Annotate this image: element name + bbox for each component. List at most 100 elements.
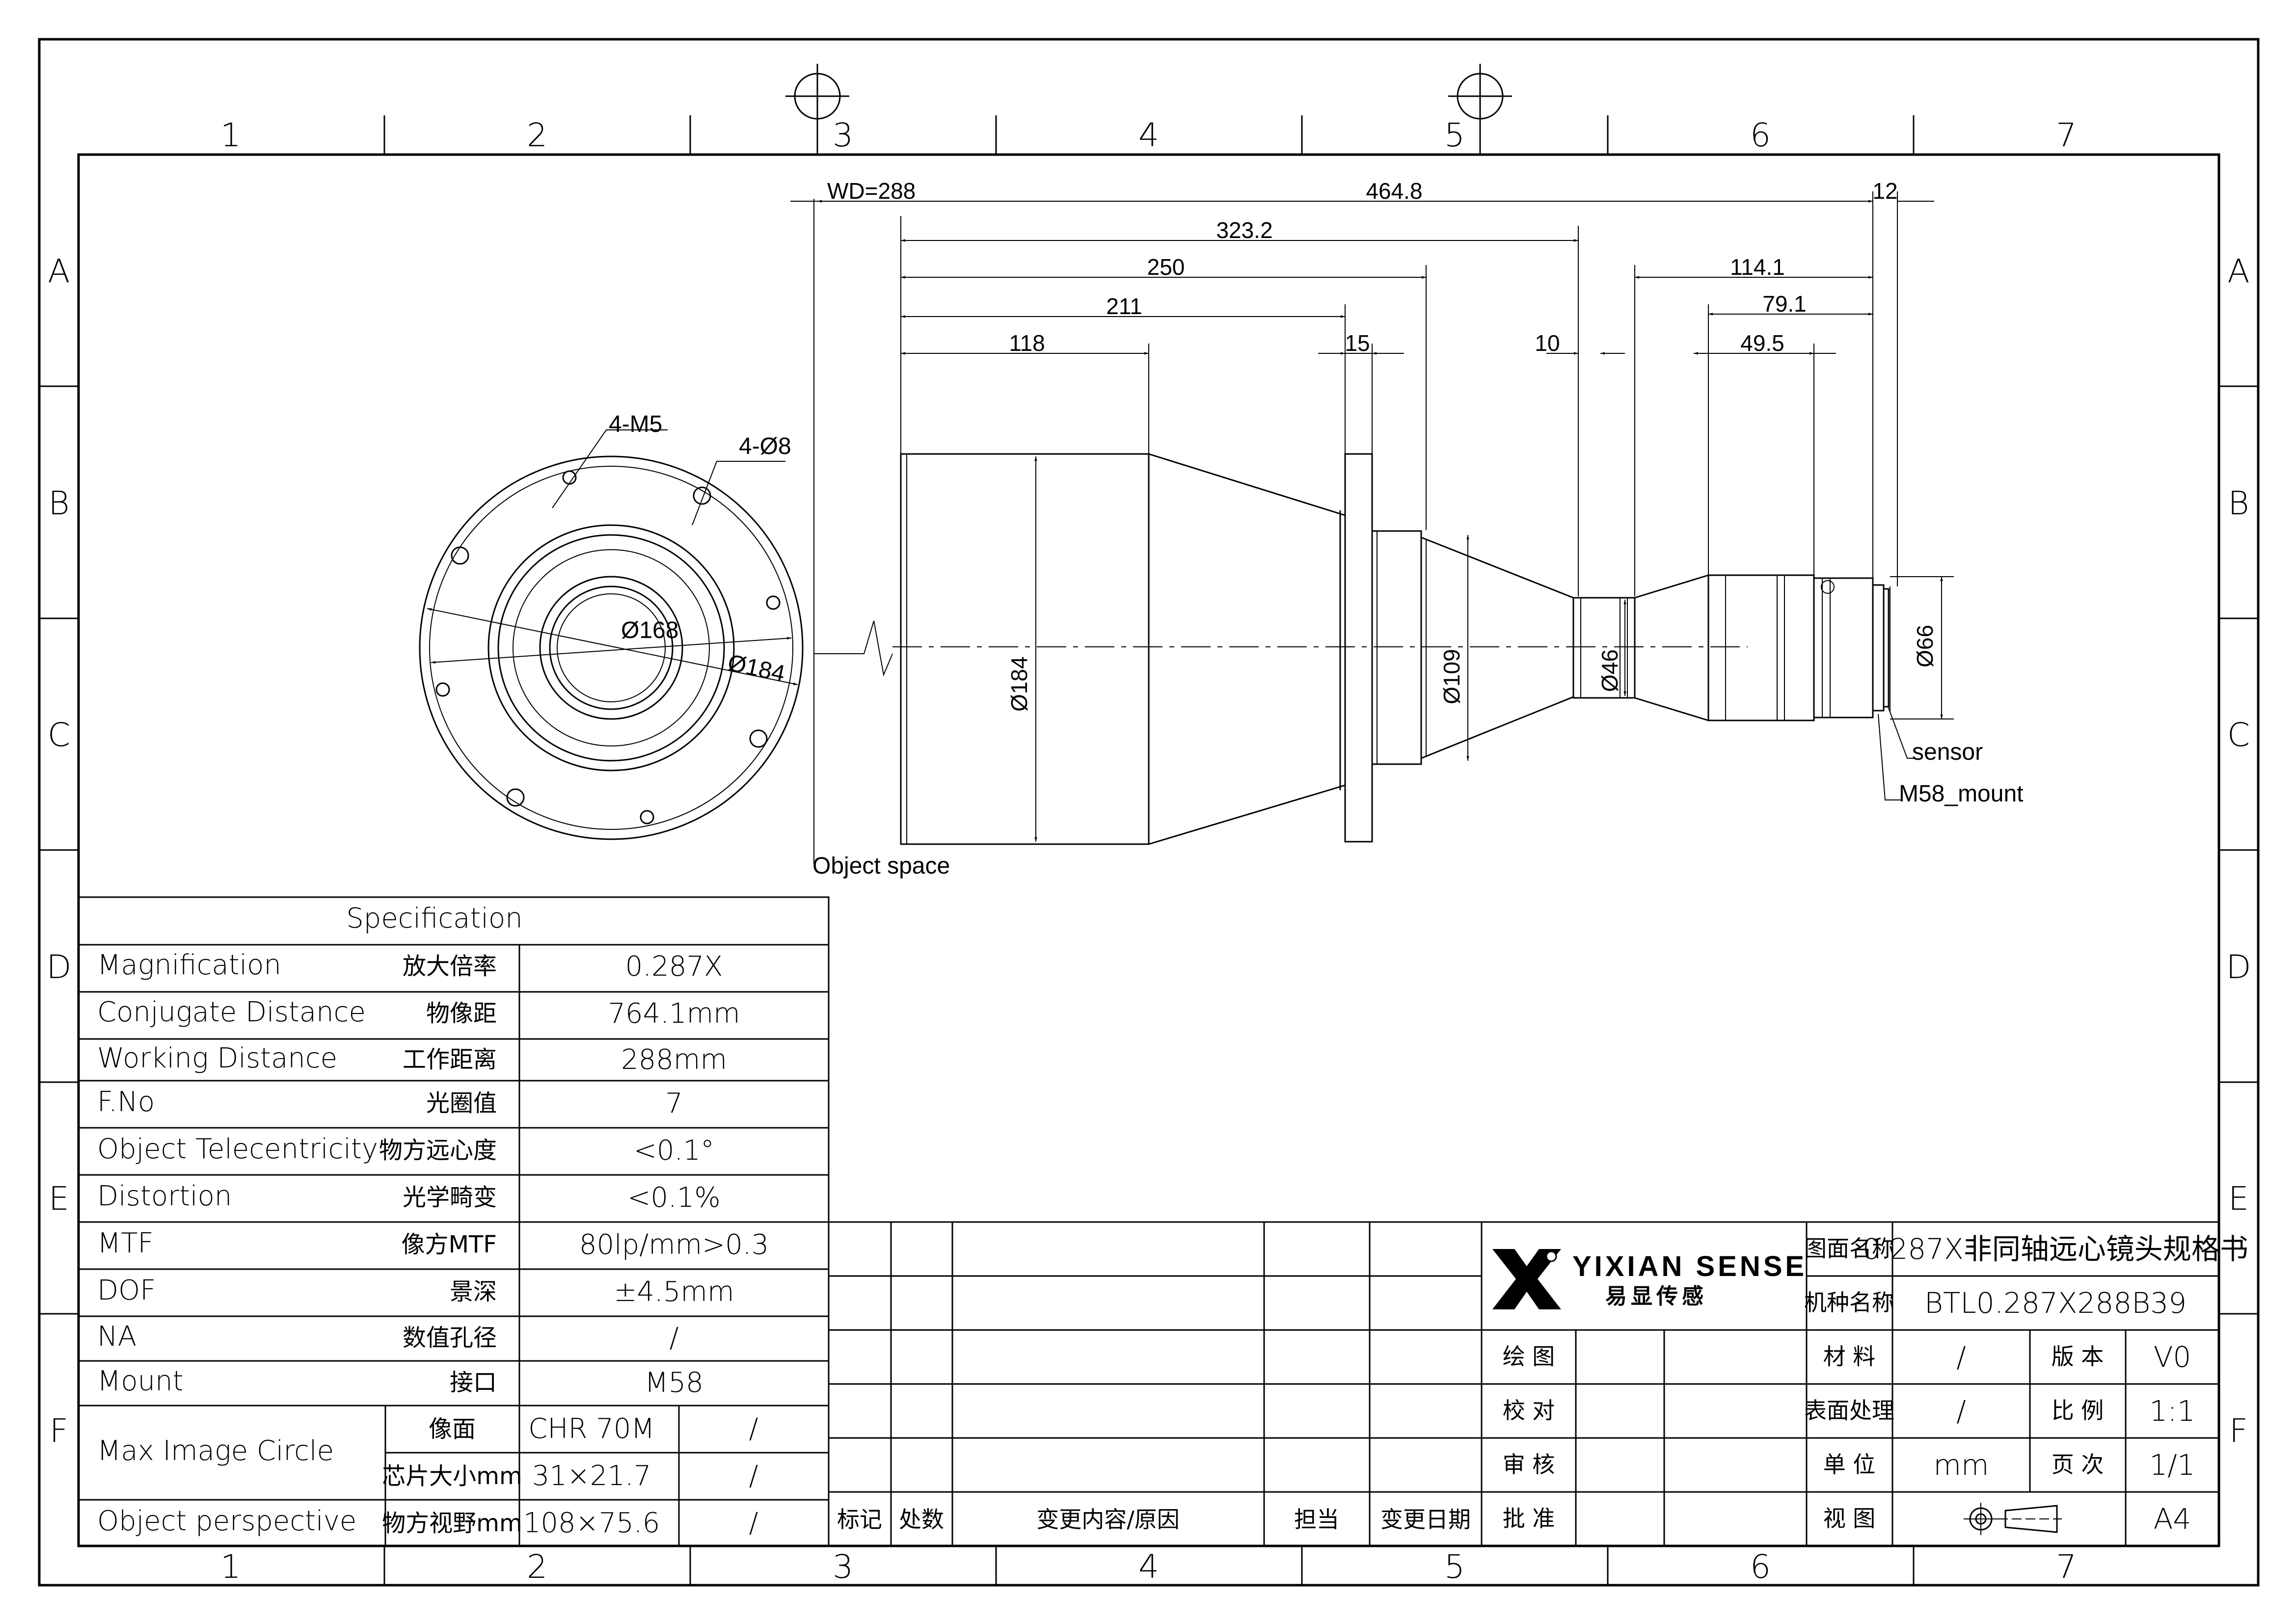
spec-label-cn: 接口 <box>450 1369 497 1396</box>
revision-table-grid <box>828 1221 1483 1547</box>
perspective-v2: / <box>749 1507 758 1539</box>
row-label: C <box>48 716 70 754</box>
brand-x-mark <box>1492 1249 1561 1309</box>
col-label: 2 <box>527 116 547 154</box>
role-approve: 批 准 <box>1503 1505 1555 1532</box>
col-label: 4 <box>1138 116 1159 154</box>
model-label: 机种名称 <box>1804 1289 1894 1316</box>
spec-value: 764.1mm <box>608 998 740 1030</box>
hole-m5 <box>766 595 781 610</box>
col-label: 6 <box>1750 116 1771 154</box>
column-labels-bottom: 1 2 3 4 5 6 7 <box>220 1548 2077 1586</box>
col-label: 1 <box>220 1548 241 1586</box>
image-circle-sub1: 像面 <box>429 1415 476 1443</box>
rev-header: 变更日期 <box>1380 1506 1471 1533</box>
spec-label-cn: 光圈值 <box>426 1090 497 1117</box>
image-circle-sub1-v2: / <box>749 1413 758 1445</box>
role-review: 审 核 <box>1503 1451 1555 1478</box>
rev-header: 标记 <box>837 1506 882 1533</box>
dim-15: 15 <box>1345 330 1370 356</box>
spec-label-cn: 物像距 <box>426 1000 497 1027</box>
perspective-cn: 物方视野mm <box>382 1510 522 1537</box>
role-draw: 绘 图 <box>1503 1343 1555 1370</box>
image-circle-sub2: 芯片大小mm <box>382 1462 522 1490</box>
col-label: 4 <box>1138 1548 1159 1586</box>
dim-dia109: Ø109 <box>1439 649 1464 704</box>
spec-label: F.No <box>97 1086 155 1118</box>
view-label: 视 图 <box>1823 1505 1876 1532</box>
mount-note: M58_mount <box>1899 781 2023 807</box>
col-label: 5 <box>1444 1548 1465 1586</box>
dim-wd: WD=288 <box>827 178 916 204</box>
version: V0 <box>2154 1340 2191 1374</box>
perspective-v1: 108×75.6 <box>523 1507 660 1539</box>
spec-label: Mount <box>97 1365 184 1397</box>
front-holes-label: 4-M5 <box>609 411 662 437</box>
hole-8 <box>749 729 768 748</box>
spec-label-cn: 数值孔径 <box>403 1324 497 1352</box>
col-label: 3 <box>833 1548 853 1586</box>
material: / <box>1956 1340 1966 1374</box>
spec-label: Distortion <box>97 1180 232 1212</box>
spec-label: MTF <box>97 1227 154 1259</box>
row-label: A <box>2227 252 2249 290</box>
spec-label-cn: 光学畸变 <box>403 1184 497 1211</box>
dim-114: 114.1 <box>1730 254 1785 280</box>
dim-10: 10 <box>1535 330 1560 356</box>
spec-value: / <box>670 1322 679 1354</box>
surface-label: 表面处理 <box>1804 1397 1894 1424</box>
object-space-note: Object space <box>812 853 950 879</box>
front-dia168-label: Ø168 <box>621 617 678 643</box>
scale-label: 比 例 <box>2052 1397 2104 1424</box>
col-label: 6 <box>1750 1548 1771 1586</box>
row-labels-left: A B C D E F <box>47 252 72 1450</box>
spec-value: 80lp/mm>0.3 <box>579 1229 769 1261</box>
page-label: 页 次 <box>2052 1451 2104 1478</box>
hole-m5 <box>640 810 654 824</box>
role-check: 校 对 <box>1503 1397 1555 1424</box>
row-label: B <box>2228 484 2249 522</box>
spec-label: Object Telecentricity <box>97 1133 378 1165</box>
dim-dia184: Ø184 <box>1006 656 1032 712</box>
spec-label: NA <box>97 1321 136 1353</box>
spec-label-cn: 景深 <box>450 1278 497 1305</box>
row-label: E <box>49 1180 69 1218</box>
row-label: D <box>2226 948 2251 986</box>
row-label: A <box>48 252 70 290</box>
col-label: 2 <box>527 1548 547 1586</box>
rev-header: 担当 <box>1294 1506 1339 1533</box>
image-circle-sub2-v2: / <box>749 1460 758 1492</box>
spec-value: ±4.5mm <box>614 1276 734 1308</box>
image-circle-sub2-v1: 31×21.7 <box>532 1460 651 1492</box>
revision-table: 标记 处数 变更内容/原因 担当 变更日期 <box>837 1506 1471 1533</box>
page: 1/1 <box>2149 1448 2195 1482</box>
brand-name: YIXIAN SENSE <box>1572 1250 1807 1282</box>
hole-8 <box>506 788 525 807</box>
row-label: C <box>2227 716 2250 754</box>
title-block-grid <box>1481 1221 2220 1547</box>
dim-250: 250 <box>1147 254 1185 280</box>
hole-m5 <box>435 682 450 697</box>
spec-value: <0.1% <box>627 1182 720 1214</box>
scale: 1:1 <box>2149 1394 2195 1428</box>
model: BTL0.287X288B39 <box>1924 1286 2187 1320</box>
spec-label: DOF <box>97 1275 156 1306</box>
row-label: E <box>2228 1180 2249 1218</box>
rev-header: 处数 <box>899 1506 944 1533</box>
col-label: 5 <box>1444 116 1465 154</box>
drawing-name: 0.287X非同轴远心镜头规格书 <box>1863 1232 2248 1266</box>
spec-table: Specification Magnification 放大倍率 0.287X … <box>97 903 769 1539</box>
dim-118: 118 <box>1009 330 1045 356</box>
surface: / <box>1956 1394 1966 1428</box>
front-view <box>419 429 804 840</box>
brand-name-cn: 易显传感 <box>1605 1284 1707 1309</box>
col-label: 7 <box>2056 116 2077 154</box>
dim-total: 464.8 <box>1366 178 1422 204</box>
spec-label: Magnification <box>97 949 281 981</box>
dim-49: 49.5 <box>1740 330 1784 356</box>
sensor-note: sensor <box>1912 739 1983 765</box>
front-dia184-label: Ø184 <box>726 650 787 687</box>
spec-label: Conjugate Distance <box>97 996 366 1028</box>
dim-211: 211 <box>1106 293 1142 319</box>
dim-323: 323.2 <box>1216 217 1272 243</box>
